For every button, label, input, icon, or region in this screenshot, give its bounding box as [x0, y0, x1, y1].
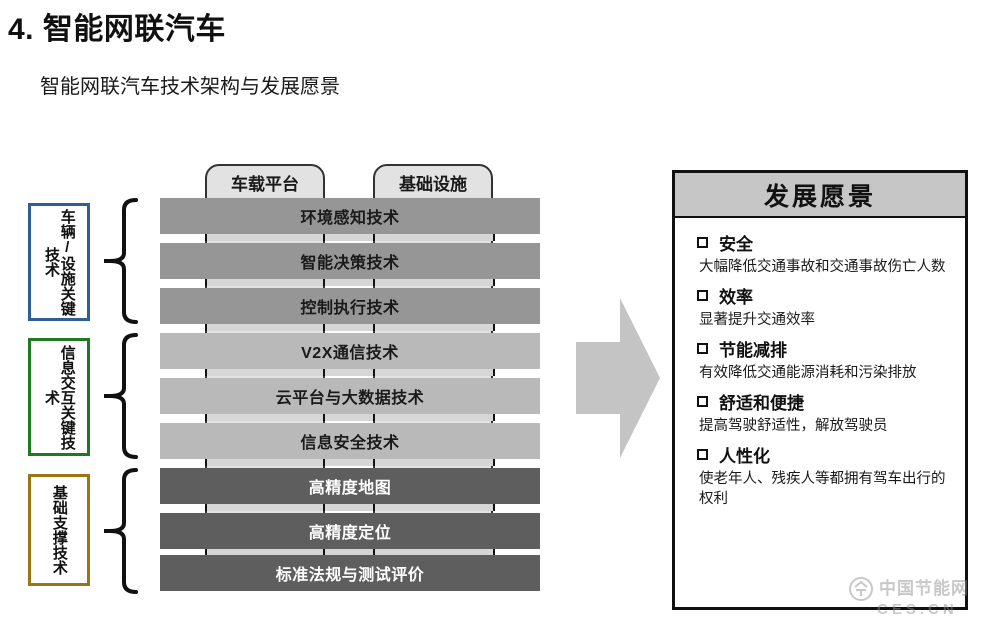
- group-label-text: 信息交互关键技术: [43, 344, 76, 450]
- tech-row-v2x[interactable]: V2X通信技术: [160, 333, 540, 369]
- row-gap-band: [205, 232, 495, 241]
- tech-row-label: 云平台与大数据技术: [275, 390, 425, 407]
- group-label-vehicle[interactable]: 车辆/设施关键技术: [28, 203, 90, 321]
- row-gap-band: [205, 547, 495, 556]
- tech-row-label: 信息安全技术: [300, 435, 400, 452]
- vision-item-desc: 大幅降低交通事故和交通事故伤亡人数: [699, 259, 946, 275]
- vision-item-title: 安全: [719, 235, 753, 254]
- vision-item-humanization[interactable]: 人性化 使老年人、残疾人等都拥有驾车出行的权利: [697, 442, 949, 509]
- group-label-text: 车辆/设施关键技术: [43, 208, 76, 316]
- square-bullet-icon: [697, 290, 708, 301]
- column-label-vehicle-platform: 车载平台: [231, 175, 299, 194]
- column-label-infrastructure: 基础设施: [399, 175, 467, 194]
- tech-row-label: 高精度定位: [308, 525, 392, 542]
- vision-item-desc: 显著提升交通效率: [699, 312, 815, 328]
- square-bullet-icon: [697, 237, 708, 248]
- group-brace-foundation: [104, 466, 138, 596]
- row-gap-band: [205, 367, 495, 376]
- tech-row-label: 控制执行技术: [300, 300, 400, 317]
- square-bullet-icon: [697, 396, 708, 407]
- vision-panel-header: 发展愿景: [675, 173, 965, 218]
- row-gap-band: [205, 502, 495, 511]
- page-title: 4. 智能网联汽车: [8, 13, 226, 46]
- vision-item-title: 舒适和便捷: [719, 394, 804, 413]
- tech-row-label: 标准法规与测试评价: [275, 567, 425, 584]
- vision-panel: 发展愿景 安全 大幅降低交通事故和交通事故伤亡人数 效率 显著提升交通效率 节能…: [672, 170, 968, 610]
- square-bullet-icon: [697, 449, 708, 460]
- vision-item-desc: 有效降低交通能源消耗和污染排放: [699, 365, 917, 381]
- vision-item-head: 舒适和便捷: [697, 389, 949, 414]
- vision-item-desc: 提高驾驶舒适性，解放驾驶员: [699, 418, 888, 434]
- architecture-diagram: 车载平台 基础设施: [28, 164, 540, 596]
- tech-row-info-security[interactable]: 信息安全技术: [160, 423, 540, 459]
- tech-row-zhineng-juece[interactable]: 智能决策技术: [160, 243, 540, 279]
- group-label-info-exchange[interactable]: 信息交互关键技术: [28, 338, 90, 456]
- vision-item-title: 节能减排: [719, 341, 787, 360]
- vision-item-title: 效率: [719, 288, 753, 307]
- vision-list: 安全 大幅降低交通事故和交通事故伤亡人数 效率 显著提升交通效率 节能减排 有效…: [675, 218, 965, 509]
- vision-item-head: 节能减排: [697, 336, 949, 361]
- tech-row-hd-map[interactable]: 高精度地图: [160, 468, 540, 504]
- row-gap-band: [205, 322, 495, 331]
- group-label-text: 基础支撑技术: [50, 485, 68, 575]
- tech-row-label: 智能决策技术: [300, 255, 400, 272]
- tech-row-label: 环境感知技术: [300, 210, 400, 227]
- tech-row-kongzhi-zhixing[interactable]: 控制执行技术: [160, 288, 540, 324]
- vision-item-head: 人性化: [697, 442, 949, 467]
- flow-arrow-icon: [572, 298, 664, 458]
- page-subtitle: 智能网联汽车技术架构与发展愿景: [40, 76, 340, 98]
- group-label-foundation[interactable]: 基础支撑技术: [28, 474, 90, 586]
- group-brace-vehicle: [104, 196, 138, 326]
- vision-item-head: 安全: [697, 230, 949, 255]
- vision-item-energy-saving[interactable]: 节能减排 有效降低交通能源消耗和污染排放: [697, 336, 949, 383]
- group-brace-info-exchange: [104, 331, 138, 461]
- tech-row-cloud-bigdata[interactable]: 云平台与大数据技术: [160, 378, 540, 414]
- vision-item-efficiency[interactable]: 效率 显著提升交通效率: [697, 283, 949, 330]
- vision-item-safety[interactable]: 安全 大幅降低交通事故和交通事故伤亡人数: [697, 230, 949, 277]
- tech-row-label: 高精度地图: [308, 480, 392, 497]
- row-gap-band: [205, 277, 495, 286]
- row-gap-band: [205, 457, 495, 466]
- vision-item-comfort[interactable]: 舒适和便捷 提高驾驶舒适性，解放驾驶员: [697, 389, 949, 436]
- tech-row-hd-positioning[interactable]: 高精度定位: [160, 513, 540, 549]
- tech-row-standards-testing[interactable]: 标准法规与测试评价: [160, 555, 540, 591]
- vision-item-title: 人性化: [719, 447, 770, 466]
- vision-item-desc: 使老年人、残疾人等都拥有驾车出行的权利: [699, 471, 946, 507]
- tech-row-label: V2X通信技术: [301, 345, 399, 362]
- row-gap-band: [205, 412, 495, 421]
- tech-row-huanjing-ganzhi[interactable]: 环境感知技术: [160, 198, 540, 234]
- square-bullet-icon: [697, 343, 708, 354]
- vision-item-head: 效率: [697, 283, 949, 308]
